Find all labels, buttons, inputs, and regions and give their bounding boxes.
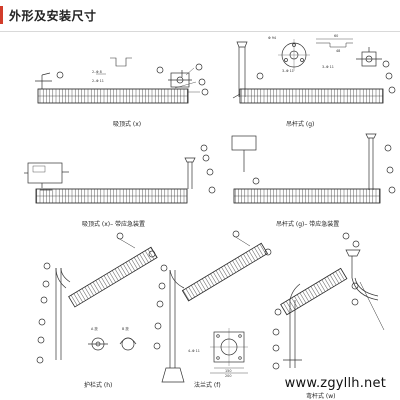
dim-phi-94: Φ 94	[268, 36, 276, 40]
dim-150: 150	[225, 369, 231, 373]
figure-ceiling-mount	[35, 57, 209, 104]
figure-ceiling-emergency	[24, 144, 216, 204]
dim-4-11: 4–Φ 11	[188, 349, 200, 353]
site-watermark: www.zgyllh.net	[284, 376, 386, 391]
caption-flange-mount: 法兰式 (f)	[194, 381, 221, 389]
page-title: 外形及安装尺寸	[9, 9, 97, 23]
caption-pendant-mount: 吊杆式 (g)	[286, 120, 314, 128]
caption-rail-mount: 护栏式 (h)	[84, 381, 112, 389]
figure-pendant-emergency	[231, 133, 396, 204]
dim-48: 48	[336, 49, 340, 53]
view-b-label: B 放	[122, 326, 129, 331]
caption-bent-rod-mount: 弯杆式 (w)	[306, 392, 336, 400]
dim-200: 200	[225, 374, 231, 378]
dim-2-11: 2–Φ 11	[92, 79, 104, 83]
figure-pendant-mount	[232, 38, 396, 104]
dim-2-8: 2–Φ 8	[92, 70, 102, 74]
dim-3-11-side: 3–Φ 11	[322, 65, 334, 69]
figure-rail-mount	[36, 232, 158, 364]
view-a-label: A 放	[91, 326, 98, 331]
dim-60: 60	[334, 34, 338, 38]
figure-bent-rod-mount	[272, 232, 385, 370]
dim-3-11: 3–Φ 11	[282, 69, 294, 73]
header-accent-bar	[0, 6, 3, 24]
caption-ceiling-emergency: 吸顶式 (x)– 带应急装置	[82, 220, 145, 228]
caption-pendant-emergency: 吊杆式 (g)– 带应急装置	[276, 220, 339, 228]
page-header: 外形及安装尺寸	[0, 0, 400, 32]
caption-ceiling-mount: 吸顶式 (x)	[113, 120, 141, 128]
figure-flange-mount	[153, 230, 272, 383]
